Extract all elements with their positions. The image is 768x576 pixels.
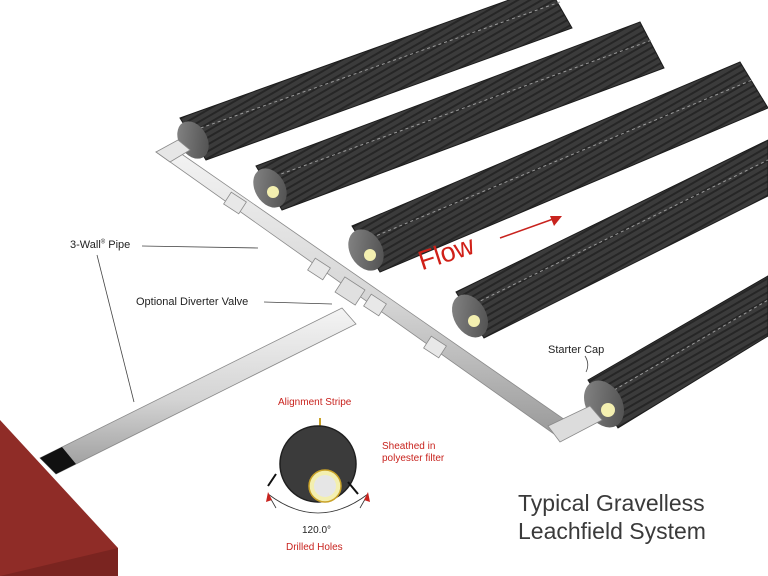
chamber-5: [584, 275, 768, 429]
chamber-4: [451, 139, 768, 339]
diverter-valve-label: Optional Diverter Valve: [136, 296, 249, 308]
pipe-fittings: [223, 191, 447, 359]
angle-label: 120.0°: [302, 525, 332, 536]
flow-arrow: [499, 216, 562, 239]
sheathed-label-line2: polyester filter: [382, 453, 445, 464]
starter-cap-label: Starter Cap: [548, 344, 605, 356]
pipe-cross-section: [266, 418, 370, 514]
drilled-holes-label: Drilled Holes: [286, 542, 343, 553]
sheathed-label-line1: Sheathed in: [382, 441, 436, 452]
distribution-box: [0, 420, 118, 576]
pipe-label: 3-Wall® Pipe: [70, 239, 131, 251]
title-line2: Leachfield System: [518, 518, 706, 544]
alignment-stripe-label: Alignment Stripe: [278, 397, 352, 408]
chamber-3: [348, 61, 768, 273]
leader-lines: [96, 245, 589, 403]
title-line1: Typical Gravelless: [518, 490, 705, 516]
inlet-pipe: [39, 307, 357, 475]
chamber-2: [253, 21, 665, 211]
